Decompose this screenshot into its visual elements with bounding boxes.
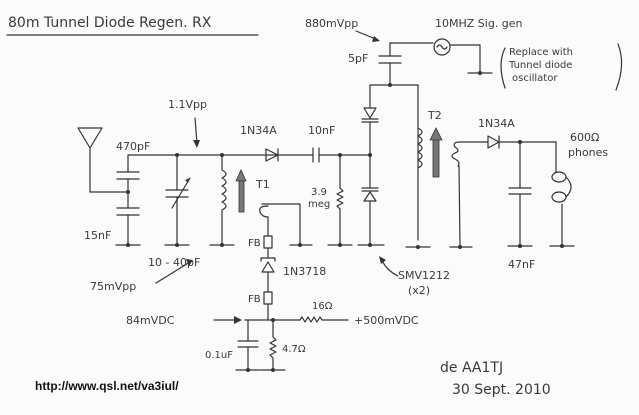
headphones-icon bbox=[549, 141, 575, 247]
t1-primary-coil-icon bbox=[209, 154, 235, 246]
probe-arrow-1v1 bbox=[194, 117, 198, 144]
label-1v1pp: 1.1Vpp bbox=[168, 98, 207, 111]
label-10nf: 10nF bbox=[308, 124, 335, 137]
diode-1n34a-2-icon bbox=[487, 135, 500, 149]
label-4r7: 4.7Ω bbox=[282, 344, 306, 355]
label-phones-impedance: 600Ω bbox=[570, 131, 599, 144]
ferrite-bead-1-icon bbox=[263, 235, 273, 249]
t1-tuning-slug-icon bbox=[235, 169, 247, 213]
label-fb-1: FB bbox=[248, 238, 261, 249]
label-470pf: 470pF bbox=[116, 140, 150, 153]
t2-tuning-slug-icon bbox=[429, 127, 443, 178]
note-paren-left bbox=[500, 47, 506, 89]
resistor-16-icon bbox=[299, 316, 349, 323]
t2-secondary-coil-icon bbox=[449, 141, 489, 248]
varactor-stack-icon bbox=[357, 84, 385, 246]
label-smv1212: SMV1212 bbox=[398, 269, 450, 282]
probe-arrow-75 bbox=[155, 261, 191, 284]
label-5pf: 5pF bbox=[348, 52, 368, 65]
t1-secondary bbox=[259, 203, 301, 246]
note-line-2: Tunnel diode bbox=[508, 60, 572, 71]
note-line-3: oscillator bbox=[512, 73, 558, 84]
resistor-3m9-icon bbox=[327, 154, 353, 246]
label-3m9-value: 3.9 bbox=[311, 187, 327, 198]
capacitor-divider bbox=[115, 154, 141, 246]
signature-author: de AA1TJ bbox=[440, 360, 503, 376]
label-t1: T1 bbox=[255, 178, 270, 191]
schematic-title: 80m Tunnel Diode Regen. RX bbox=[8, 15, 212, 31]
label-75mvpp: 75mVpp bbox=[90, 280, 136, 293]
note-paren-right bbox=[615, 43, 623, 91]
variable-capacitor-icon bbox=[164, 154, 191, 246]
antenna-icon bbox=[77, 127, 129, 193]
ferrite-bead-2-icon bbox=[263, 291, 273, 305]
capacitor-0u1-icon bbox=[235, 319, 261, 371]
label-t2: T2 bbox=[427, 109, 442, 122]
label-1n34a-1: 1N34A bbox=[240, 124, 277, 137]
label-fb-2: FB bbox=[248, 294, 261, 305]
label-supply: +500mVDC bbox=[354, 314, 419, 327]
label-sig-gen: 10MHZ Sig. gen bbox=[435, 17, 523, 30]
label-phones: phones bbox=[568, 146, 608, 159]
signal-generator-icon bbox=[433, 38, 493, 74]
capacitor-5pf-icon bbox=[378, 42, 434, 86]
varactor-pointer bbox=[381, 259, 399, 277]
label-47nf: 47nF bbox=[508, 258, 535, 271]
label-1n3718: 1N3718 bbox=[283, 265, 326, 278]
label-84mvdc: 84mVDC bbox=[126, 314, 175, 327]
label-1n34a-2: 1N34A bbox=[478, 117, 515, 130]
ground-dots bbox=[126, 71, 564, 372]
label-3m9-unit: meg bbox=[308, 199, 330, 210]
source-url: http://www.qsl.net/va3iul/ bbox=[35, 379, 179, 393]
label-0u1: 0.1uF bbox=[205, 350, 233, 361]
signature-date: 30 Sept. 2010 bbox=[452, 382, 551, 398]
capacitor-47nf-icon bbox=[507, 141, 533, 247]
diode-1n34a-icon bbox=[265, 148, 279, 162]
note-line-1: Replace with bbox=[509, 47, 573, 58]
capacitor-10nf-icon bbox=[312, 147, 320, 163]
label-variable-cap: 10 - 40pF bbox=[148, 256, 200, 269]
tunnel-diode-icon bbox=[260, 257, 276, 273]
label-16ohm: 16Ω bbox=[312, 301, 333, 312]
label-15nf: 15nF bbox=[84, 229, 111, 242]
label-880mvpp: 880mVpp bbox=[305, 17, 358, 30]
label-varactor-qty: (x2) bbox=[408, 284, 430, 297]
